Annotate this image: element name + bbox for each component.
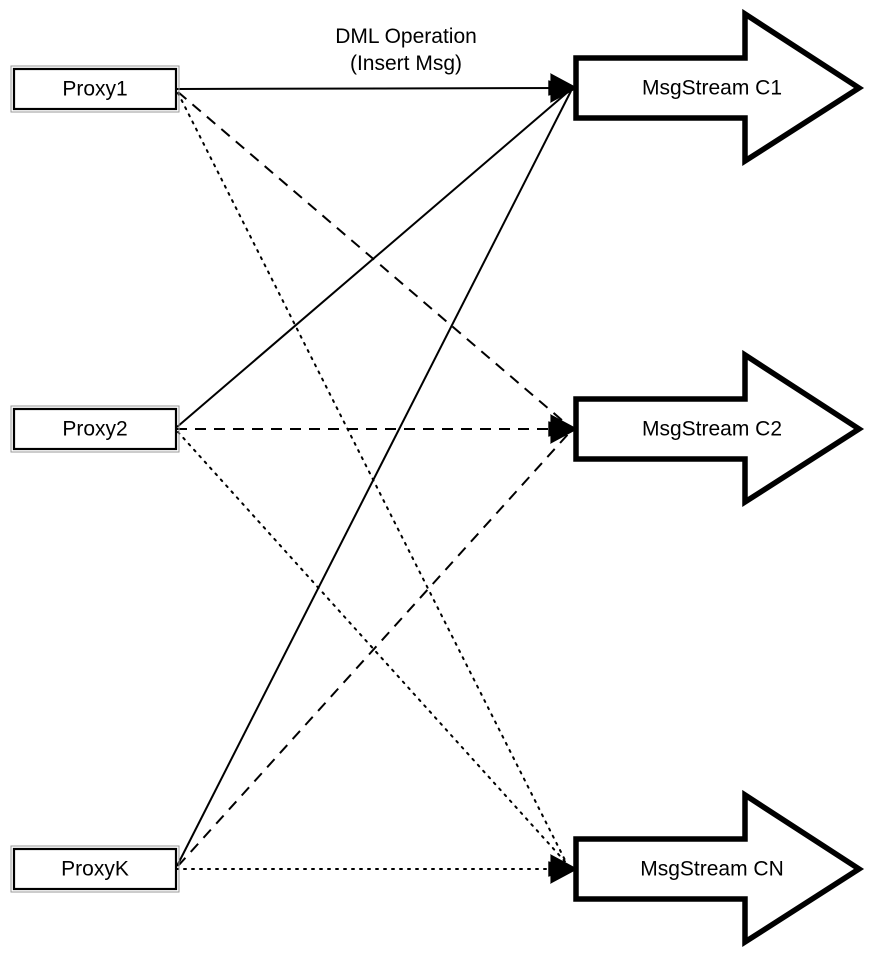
dml-operation-caption-line1: DML Operation <box>335 25 477 48</box>
block-arrow-shape <box>573 789 865 948</box>
block-arrow-shape <box>573 349 865 508</box>
proxy-box-outline <box>10 405 180 453</box>
proxy-node-proxyk[interactable]: ProxyK <box>10 845 180 893</box>
proxy-box-outline <box>10 845 180 893</box>
block-arrow-shape <box>573 8 865 167</box>
arrowhead-barb <box>550 88 576 103</box>
arrowhead-barb <box>550 414 576 429</box>
edge-caption: DML Operation (Insert Msg) <box>335 25 477 75</box>
proxy-node-proxy2[interactable]: Proxy2 <box>10 405 180 453</box>
arrowhead-barb <box>550 854 576 869</box>
message-streams-layer: MsgStream C1 MsgStream C2 MsgStream CN <box>573 8 865 948</box>
arrowhead-barb <box>548 868 576 877</box>
edge-proxy1-to-c2 <box>177 91 571 428</box>
arrowhead-head-cn <box>548 854 578 884</box>
edge-proxy1-to-c1 <box>175 87 573 90</box>
arrowhead-barb <box>550 73 576 88</box>
message-stream-label: MsgStream C2 <box>642 418 782 441</box>
message-stream-stream_c1[interactable]: MsgStream C1 <box>573 8 865 167</box>
proxy-box-outline <box>10 65 180 113</box>
message-stream-stream_c2[interactable]: MsgStream C2 <box>573 349 865 508</box>
proxy-label: Proxy1 <box>62 78 127 101</box>
proxy-box-shape <box>12 67 178 111</box>
proxy-box-shape <box>12 407 178 451</box>
arrowhead-barb <box>548 87 576 96</box>
arrowhead-barb <box>550 429 576 444</box>
edge-proxy2-to-c1 <box>176 90 570 428</box>
proxy-box-shape <box>12 847 178 891</box>
message-stream-label: MsgStream C1 <box>642 77 782 100</box>
edge-proxyk-to-c1 <box>176 90 572 867</box>
message-stream-stream_cn[interactable]: MsgStream CN <box>573 789 865 948</box>
edges-layer <box>175 87 573 870</box>
arrowhead-head-c1 <box>548 73 578 103</box>
edge-proxy2-to-cn <box>177 431 570 867</box>
edge-proxyk-to-c2 <box>177 431 571 867</box>
proxy-node-proxy1[interactable]: Proxy1 <box>10 65 180 113</box>
proxy-label: Proxy2 <box>62 418 127 441</box>
arrowhead-barb <box>550 869 576 884</box>
insert-msg-caption-line2: (Insert Msg) <box>350 52 462 75</box>
proxy-label: ProxyK <box>61 858 129 881</box>
arrowhead-head-c2 <box>548 414 578 444</box>
message-stream-label: MsgStream CN <box>640 858 784 881</box>
arrowhead-barb <box>548 428 576 437</box>
arrowheads-layer <box>548 73 578 884</box>
